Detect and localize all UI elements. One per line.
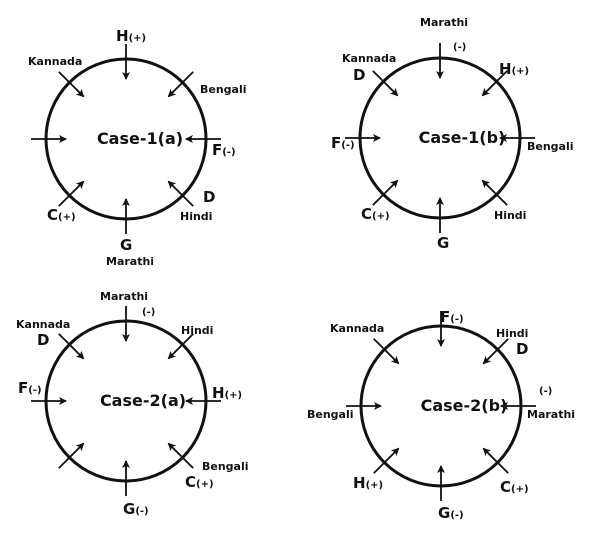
- label-g: G: [120, 236, 132, 254]
- label-f: F(-): [331, 134, 355, 152]
- label-g: G: [437, 234, 449, 252]
- diagram-case-2a: Case-2(a) Marathi (-) Kannada D Hindi F(…: [16, 290, 249, 518]
- label-marathi: Marathi: [100, 290, 148, 303]
- seat-arrow-icon: [58, 180, 85, 207]
- label-bengali: Bengali: [200, 83, 247, 96]
- label-marathi-sign: (-): [539, 386, 552, 397]
- label-h: H(+): [116, 27, 146, 45]
- label-g: G(-): [123, 500, 149, 518]
- label-hindi: Hindi: [494, 209, 526, 222]
- label-c: C(+): [47, 206, 76, 224]
- label-hindi: Hindi: [496, 327, 528, 340]
- label-d: D: [353, 66, 365, 84]
- label-c: C(+): [500, 478, 529, 496]
- seat-arrow-icon: [167, 333, 194, 360]
- label-marathi-sign: (-): [453, 42, 466, 53]
- label-bengali: Bengali: [527, 140, 574, 153]
- label-d: D: [516, 340, 528, 358]
- label-bengali: Bengali: [307, 408, 354, 421]
- seat-arrow-icon: [167, 71, 194, 98]
- seat-arrow-icon: [372, 70, 399, 97]
- label-c: C(+): [185, 473, 214, 491]
- seat-arrow-icon: [58, 442, 85, 469]
- label-kannada: Kannada: [330, 322, 384, 335]
- seat-arrow-icon: [481, 70, 508, 97]
- label-kannada: Kannada: [28, 55, 82, 68]
- label-h: H(+): [499, 60, 529, 78]
- seat-arrow-icon: [482, 338, 509, 365]
- label-f: F(-): [18, 379, 42, 397]
- seat-arrow-icon: [167, 180, 194, 207]
- label-d: D: [37, 331, 49, 349]
- label-kannada: Kannada: [16, 318, 70, 331]
- label-c: C(+): [361, 205, 390, 223]
- seat-arrow-icon: [481, 179, 508, 206]
- seat-arrow-icon: [58, 333, 85, 360]
- seat-arrow-icon: [372, 179, 399, 206]
- label-h: H(+): [353, 474, 383, 492]
- case-title: Case-2(b): [421, 396, 508, 415]
- label-d: D: [203, 188, 215, 206]
- label-g: G(-): [438, 504, 464, 522]
- diagram-case-2b: Case-2(b) F(-) Kannada Hindi D (-) Marat…: [307, 308, 575, 522]
- label-hindi: Hindi: [180, 210, 212, 223]
- label-kannada: Kannada: [342, 52, 396, 65]
- seat-arrow-icon: [373, 338, 400, 365]
- label-h: H(+): [212, 384, 242, 402]
- label-f: F(-): [440, 308, 464, 326]
- label-marathi-sign: (-): [142, 307, 155, 318]
- seat-arrow-icon: [373, 447, 400, 474]
- case-title: Case-1(a): [97, 129, 183, 148]
- label-hindi: Hindi: [181, 324, 213, 337]
- seat-arrow-icon: [58, 71, 85, 98]
- label-marathi: Marathi: [527, 408, 575, 421]
- case-title: Case-1(b): [419, 128, 506, 147]
- label-marathi: Marathi: [420, 16, 468, 29]
- label-f: F(-): [212, 141, 236, 159]
- seat-arrow-icon: [482, 447, 509, 474]
- case-title: Case-2(a): [100, 391, 186, 410]
- label-marathi: Marathi: [106, 255, 154, 268]
- label-bengali: Bengali: [202, 460, 249, 473]
- diagram-case-1a: Case-1(a) H(+) Kannada Bengali F(-) D Hi…: [28, 27, 247, 268]
- diagram-case-1b: Case-1(b) Marathi (-) Kannada D H(+) F(-…: [331, 16, 574, 252]
- seat-arrow-icon: [167, 442, 194, 469]
